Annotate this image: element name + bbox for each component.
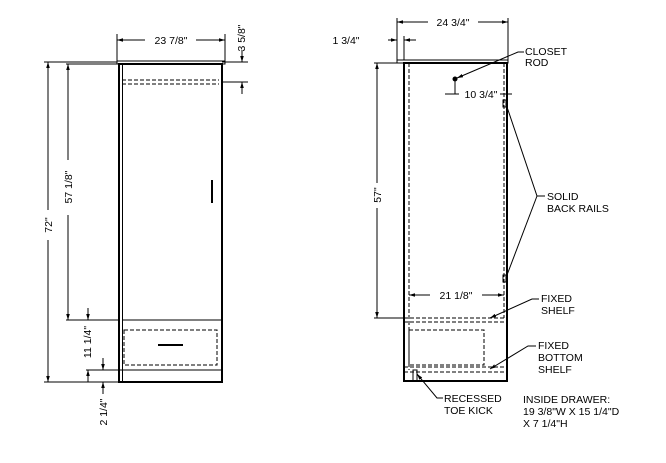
drawer-box [408, 329, 485, 366]
cabinet-side [403, 62, 508, 382]
closet-rod-label: CLOSET [525, 46, 568, 58]
svg-text:X 7 1/4"H: X 7 1/4"H [523, 418, 568, 430]
toe-kick-dimension: 2 1/4" [98, 398, 110, 425]
svg-text:19 3/8"W X 15 1/4"D: 19 3/8"W X 15 1/4"D [523, 406, 620, 418]
top-rail-dimension: 3 5/8" [236, 24, 248, 51]
overhang-dimension: 1 3/4" [332, 35, 359, 47]
rod-offset-dimension: 10 3/4" [465, 89, 498, 101]
door-height-dimension: 57 1/8" [63, 170, 75, 203]
inside-drawer-note: INSIDE DRAWER: [523, 394, 610, 406]
drawer-outline [123, 329, 218, 366]
svg-text:TOE KICK: TOE KICK [444, 405, 493, 417]
svg-text:BOTTOM: BOTTOM [538, 352, 583, 364]
shelf-depth-dimension: 21 1/8" [440, 290, 473, 302]
interior-height-dimension: 57" [372, 187, 384, 203]
back-rail-bottom [502, 274, 507, 283]
cabinet-body [118, 63, 223, 383]
svg-text:BACK RAILS: BACK RAILS [547, 203, 609, 215]
recessed-toe-kick-label: RECESSED [444, 393, 502, 405]
fixed-bottom-shelf-label: FIXED [538, 340, 569, 352]
solid-back-rails-label: SOLID [547, 191, 579, 203]
svg-text:SHELF: SHELF [541, 305, 575, 317]
svg-text:ROD: ROD [525, 57, 549, 69]
depth-dimension: 24 3/4" [437, 17, 470, 29]
closet-rod-icon [452, 76, 458, 82]
drawer-height-dimension: 11 1/4" [82, 326, 94, 358]
svg-text:SHELF: SHELF [538, 364, 572, 376]
width-dimension: 23 7/8" [155, 35, 188, 47]
height-dimension: 72" [43, 217, 55, 233]
back-rail-top [502, 99, 507, 108]
side-view: 24 3/4" 1 3/4" 10 3/4" 57" 21 1/8" CLOSE… [332, 17, 619, 430]
fixed-shelf-label: FIXED [541, 293, 572, 305]
front-view: 23 7/8" 3 5/8" 72" 57 1/8" 11 1/4" 2 1/4… [43, 24, 248, 426]
